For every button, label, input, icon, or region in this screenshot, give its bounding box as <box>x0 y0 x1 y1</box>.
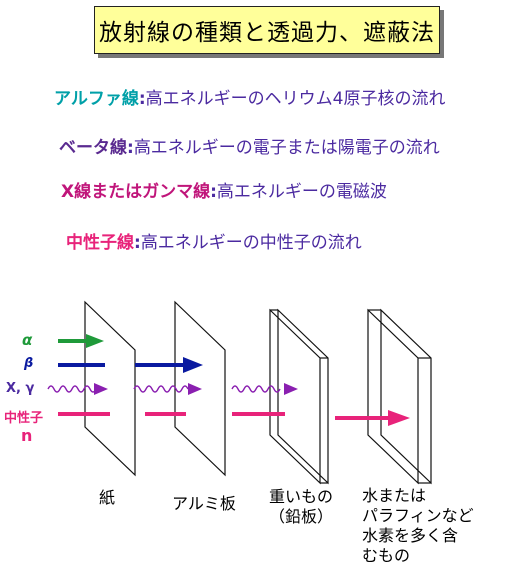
water-label-line-2: パラフィンなど <box>362 506 474 525</box>
neutron-ray <box>58 410 410 426</box>
diagram-title: 放射線の種類と透過力、遮蔽法 <box>94 6 440 54</box>
definition-neutron: 中性子線:高エネルギーの中性子の流れ <box>66 228 362 253</box>
definition-gamma: X線またはガンマ線:高エネルギーの電磁波 <box>61 177 387 202</box>
definition-gamma-term: X線またはガンマ線 <box>61 182 211 202</box>
definition-beta-term: ベータ線 <box>59 138 127 158</box>
beta-label: β <box>24 356 34 371</box>
definition-gamma-colon: : <box>210 182 217 202</box>
definition-beta-colon: : <box>127 138 134 158</box>
neutron-symbol: n <box>21 426 33 445</box>
paper-label: 紙 <box>99 488 116 507</box>
definition-alpha-desc: 高エネルギーのヘリウム4原子核の流れ <box>145 89 446 109</box>
definition-alpha: アルファ線:高エネルギーのヘリウム4原子核の流れ <box>54 84 445 109</box>
paper-panel <box>84 300 136 477</box>
neutron-label: 中性子 <box>4 411 44 426</box>
aluminum-label: アルミ板 <box>172 494 236 513</box>
definition-gamma-desc: 高エネルギーの電磁波 <box>216 182 387 202</box>
water-label-line-1: 水または <box>362 486 427 505</box>
definition-alpha-term: アルファ線 <box>54 89 139 109</box>
definition-beta: ベータ線:高エネルギーの電子または陽電子の流れ <box>59 133 440 158</box>
definition-beta-desc: 高エネルギーの電子または陽電子の流れ <box>133 138 440 158</box>
gamma-ray <box>47 383 298 395</box>
definition-neutron-term: 中性子線 <box>66 233 134 253</box>
lead-panel <box>269 308 329 485</box>
definition-neutron-colon: : <box>134 233 141 253</box>
definition-neutron-desc: 高エネルギーの中性子の流れ <box>140 233 362 253</box>
lead-label: 重いもの （鉛板） <box>269 487 333 527</box>
lead-label-line-2: （鉛板） <box>269 507 334 526</box>
alpha-ray <box>58 334 104 348</box>
beta-ray <box>58 357 203 373</box>
definition-alpha-colon: : <box>138 89 146 109</box>
gamma-label: X, γ <box>6 381 35 396</box>
water-label-line-3: 水素を多く含 <box>362 526 459 545</box>
water-label-line-4: むもの <box>362 546 411 565</box>
aluminum-panel <box>174 300 226 477</box>
water-panel <box>367 308 432 485</box>
water-label: 水または パラフィンなど 水素を多く含 むもの <box>362 486 474 566</box>
lead-label-line-1: 重いもの <box>269 487 334 506</box>
alpha-label: α <box>22 331 33 349</box>
